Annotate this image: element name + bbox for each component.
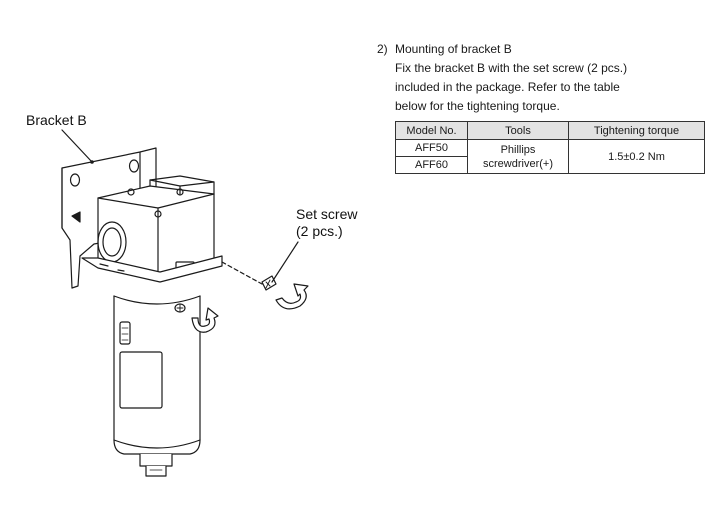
- tools-cell: Phillips screwdriver(+): [467, 139, 569, 174]
- header-tools: Tools: [467, 121, 569, 140]
- bracket-b-label: Bracket B: [26, 112, 87, 128]
- instruction-block: 2) Mounting of bracket B Fix the bracket…: [377, 40, 627, 116]
- torque-table: Model No. Tools Tightening torque AFF50 …: [395, 121, 705, 174]
- set-screw-left: [174, 303, 186, 313]
- filter-bowl: [113, 295, 201, 477]
- filter-body: [97, 175, 215, 277]
- step-text-line: Fix the bracket B with the set screw (2 …: [395, 61, 628, 75]
- bracket-leader-line: [61, 129, 93, 163]
- alignment-line: [221, 261, 263, 285]
- tool-line: screwdriver(+): [483, 157, 553, 170]
- table-row: AFF50 Phillips screwdriver(+) 1.5±0.2 Nm: [395, 139, 705, 174]
- screw-leader-line: [271, 241, 299, 283]
- step-text-line: below for the tightening torque.: [395, 99, 560, 113]
- header-tightening-torque: Tightening torque: [568, 121, 705, 140]
- tool-line: Phillips: [500, 143, 536, 156]
- rotation-arrow-left-icon: [191, 307, 219, 333]
- header-model-no: Model No.: [395, 121, 468, 140]
- set-screw-label: Set screw (2 pcs.): [296, 206, 357, 240]
- set-screw-label-line2: (2 pcs.): [296, 223, 343, 239]
- step-number: 2): [377, 42, 388, 56]
- rotation-arrow-right-icon: [275, 283, 309, 310]
- set-screw-label-line1: Set screw: [296, 206, 358, 222]
- set-screw-right: [261, 275, 277, 291]
- model-cell: AFF60: [395, 156, 468, 174]
- step-text-line: included in the package. Refer to the ta…: [395, 80, 620, 94]
- torque-cell: 1.5±0.2 Nm: [568, 139, 705, 174]
- step-title: Mounting of bracket B: [395, 42, 512, 56]
- bracket-strap: [81, 255, 223, 283]
- table-row: AFF60: [395, 156, 705, 174]
- table-header-row: Model No. Tools Tightening torque: [395, 121, 705, 140]
- bracket-leader-dot: [90, 160, 94, 164]
- model-cell: AFF50: [395, 139, 468, 157]
